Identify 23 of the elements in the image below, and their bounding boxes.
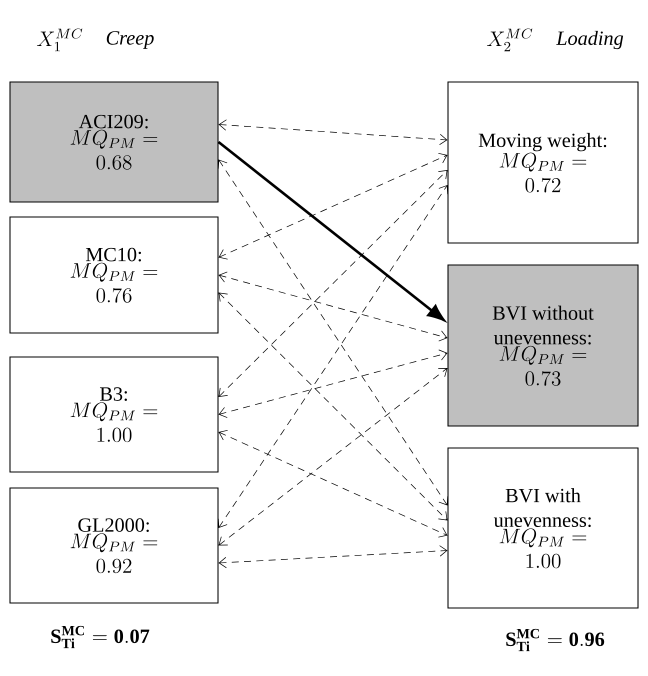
arrow <box>218 152 448 260</box>
index-value: $\mathbf{S}^{\mathbf{MC}}_{\mathbf{Ti}} = \mathbf{0.96}$ <box>506 628 604 652</box>
shaded-box: ACI209: $MQ_{PM} = 0.68$ <box>9 81 219 203</box>
arrow <box>218 368 448 546</box>
arrow <box>218 170 448 397</box>
text-box: Moving weight: $MQ_{PM} = 0.72$ <box>447 81 639 244</box>
arrow <box>218 430 448 538</box>
arrow <box>218 140 445 321</box>
arrow <box>218 350 448 418</box>
text-box: BVI with unevenness: $MQ_{PM} = 1.00$ <box>447 447 639 609</box>
text-box: GL2000: $MQ_{PM} = 0.92$ <box>9 487 219 604</box>
arrow <box>218 545 448 568</box>
index-value: $\mathbf{S}^{\mathbf{MC}}_{\mathbf{Ti}} = \mathbf{0.07}$ <box>51 626 150 648</box>
arrow <box>218 119 448 146</box>
column-heading: Creep <box>106 31 154 49</box>
shaded-box: BVI without unevenness: $MQ_{PM} = 0.73$ <box>447 264 639 427</box>
column-heading: Loading <box>556 30 624 50</box>
variable-label: $X_1^{MC}$ <box>36 28 82 52</box>
arrow <box>218 292 448 520</box>
text-box: B3: $MQ_{PM} = 1.00$ <box>9 356 219 473</box>
variable-label: $X_2^{MC}$ <box>486 28 532 52</box>
arrow <box>218 272 448 342</box>
text-box: MC10: $MQ_{PM} = 0.76$ <box>9 216 219 334</box>
